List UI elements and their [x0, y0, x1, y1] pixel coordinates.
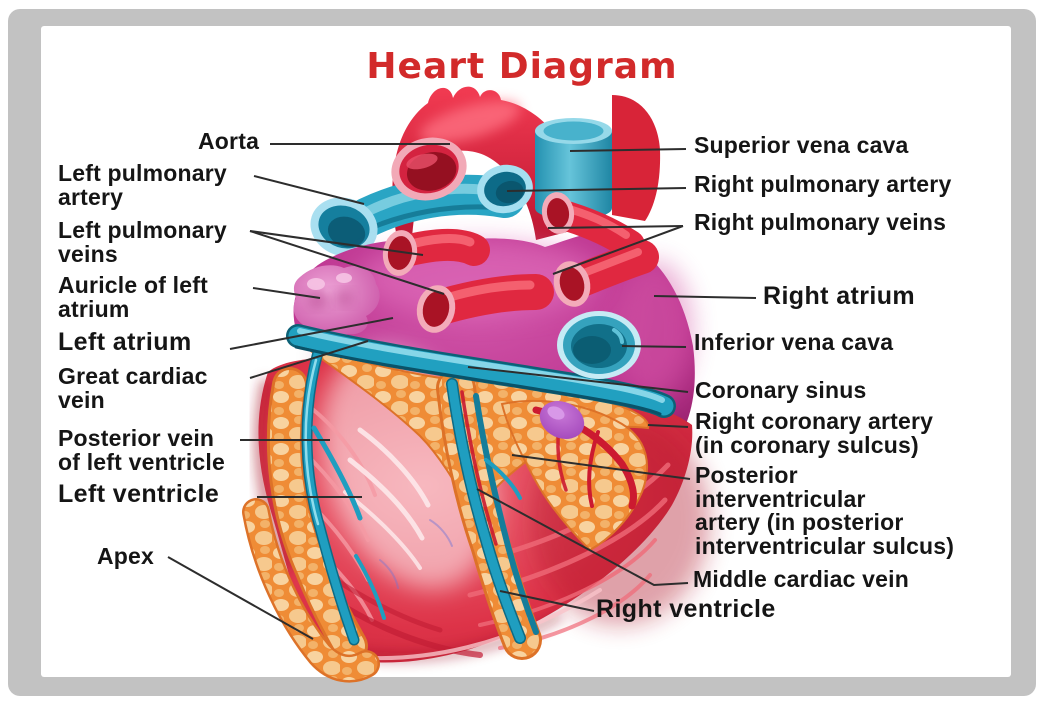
label-right-atrium: Right atrium	[763, 282, 916, 310]
aorta-opening	[391, 137, 467, 201]
leader-lines	[167, 143, 757, 640]
pulmonary-vein-vessels	[382, 192, 659, 333]
label-left-atrium: Left atrium	[58, 328, 192, 356]
label-right-coronary-artery: Right coronary artery (in coronary sulcu…	[695, 408, 934, 458]
label-coronary-sinus: Coronary sinus	[695, 377, 867, 403]
label-left-ventricle: Left ventricle	[58, 480, 220, 508]
label-superior-vena-cava: Superior vena cava	[694, 132, 909, 158]
label-left-pulmonary-artery: Left pulmonary artery	[58, 160, 227, 210]
label-apex: Apex	[97, 543, 155, 569]
auricle-blob	[293, 265, 380, 339]
right-pulmonary-artery-opening	[477, 164, 533, 214]
label-right-ventricle: Right ventricle	[596, 595, 776, 623]
label-left-pulmonary-veins: Left pulmonary veins	[58, 217, 227, 267]
label-great-cardiac-vein: Great cardiac vein	[58, 363, 208, 413]
right-atrium-tip	[539, 401, 585, 439]
label-posterior-interventricular-artery: Posterior interventricular artery (in po…	[695, 462, 955, 559]
page-title: Heart Diagram	[366, 46, 678, 87]
label-inferior-vena-cava: Inferior vena cava	[694, 329, 894, 355]
label-auricle-of-left-atrium: Auricle of left atrium	[58, 272, 208, 322]
label-middle-cardiac-vein: Middle cardiac vein	[693, 566, 909, 592]
cardiac-veins	[286, 324, 676, 646]
label-right-pulmonary-artery: Right pulmonary artery	[694, 171, 952, 197]
label-aorta: Aorta	[198, 128, 260, 154]
label-posterior-vein-of-left-ventricle: Posterior vein of left ventricle	[58, 425, 225, 475]
label-right-pulmonary-veins: Right pulmonary veins	[694, 209, 947, 235]
inferior-vena-cava-opening	[557, 311, 641, 379]
